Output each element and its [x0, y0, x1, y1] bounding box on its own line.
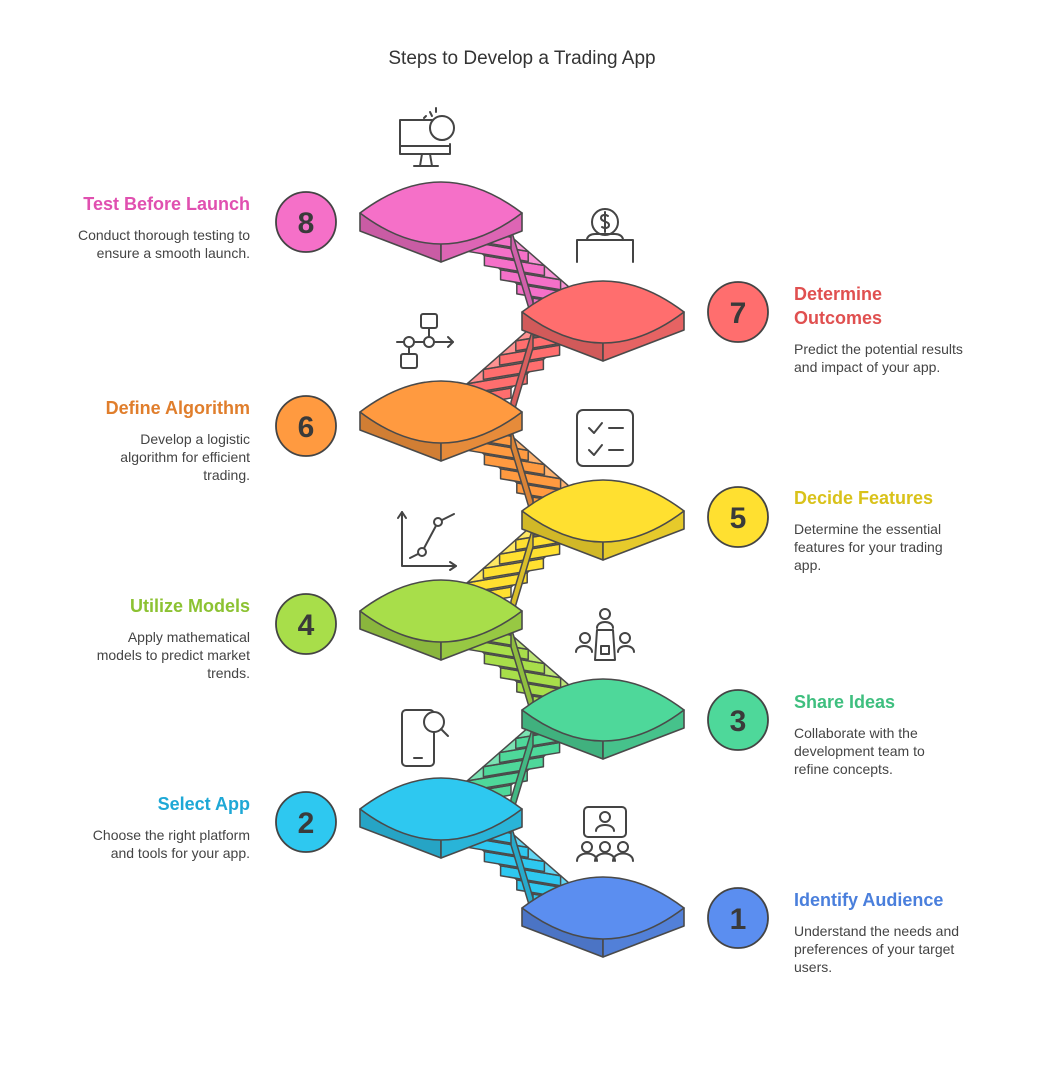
- step-1-description: Understand the needs and preferences of …: [794, 923, 960, 975]
- step-2-description: Choose the right platform and tools for …: [92, 827, 250, 861]
- step-6-description: Develop a logistic algorithm for efficie…: [120, 431, 250, 483]
- step-6-number: 6: [298, 411, 315, 444]
- step-3-text: Share Ideas Collaborate with the develop…: [794, 690, 954, 778]
- step-5-description: Determine the essential features for you…: [794, 521, 943, 573]
- step-8-description: Conduct thorough testing to ensure a smo…: [77, 227, 250, 261]
- icons-layer: [396, 107, 635, 862]
- platform-5: [521, 479, 685, 561]
- step-5-title: Decide Features: [794, 488, 934, 508]
- platforms-layer: [359, 181, 685, 958]
- step-2-number-badge: 2: [275, 791, 337, 853]
- step-7-text: Determine Outcomes Predict the potential…: [794, 282, 974, 376]
- step-7-number: 7: [730, 297, 747, 330]
- step-8-title: Test Before Launch: [83, 194, 250, 214]
- step-7-title: Determine Outcomes: [794, 284, 883, 328]
- platform-7: [521, 280, 685, 362]
- step-2-text: Select App Choose the right platform and…: [50, 792, 250, 862]
- chart-icon: [397, 511, 457, 571]
- step-7-description: Predict the potential results and impact…: [794, 341, 963, 375]
- step-6-text: Define Algorithm Develop a logistic algo…: [50, 396, 250, 484]
- step-5-number: 5: [730, 502, 747, 535]
- step-1-number-badge: 1: [707, 887, 769, 949]
- step-1-title: Identify Audience: [794, 890, 944, 910]
- step-6-number-badge: 6: [275, 395, 337, 457]
- step-2-number: 2: [298, 807, 315, 840]
- audience-icon: [576, 806, 634, 862]
- step-4-description: Apply mathematical models to predict mar…: [96, 629, 250, 681]
- checklist-icon: [576, 409, 634, 467]
- platform-8: [359, 181, 523, 263]
- platform-1: [521, 876, 685, 958]
- platform-3: [521, 678, 685, 760]
- step-5-number-badge: 5: [707, 486, 769, 548]
- monitor-test-icon: [399, 107, 455, 167]
- platform-4: [359, 579, 523, 661]
- step-3-number-badge: 3: [707, 689, 769, 751]
- step-1-text: Identify Audience Understand the needs a…: [794, 888, 979, 976]
- mobile-search-icon: [401, 709, 449, 767]
- step-4-text: Utilize Models Apply mathematical models…: [50, 594, 250, 682]
- step-4-number-badge: 4: [275, 593, 337, 655]
- step-7-number-badge: 7: [707, 281, 769, 343]
- step-1-number: 1: [730, 903, 747, 936]
- step-4-title: Utilize Models: [129, 596, 250, 616]
- meeting-icon: [575, 608, 635, 661]
- platform-6: [359, 380, 523, 462]
- step-8-text: Test Before Launch Conduct thorough test…: [50, 192, 250, 262]
- platform-2: [359, 777, 523, 859]
- step-2-title: Select App: [157, 794, 250, 814]
- step-8-number: 8: [298, 207, 315, 240]
- step-8-number-badge: 8: [275, 191, 337, 253]
- step-6-title: Define Algorithm: [105, 398, 250, 418]
- number-circles-layer: 1 2 3 4 5 6 7 8: [275, 191, 769, 949]
- flowchart-icon: [396, 313, 454, 369]
- donation-icon: [576, 208, 634, 263]
- step-3-title: Share Ideas: [794, 692, 896, 712]
- step-3-number: 3: [730, 705, 747, 738]
- diagram-title: Steps to Develop a Trading App: [388, 48, 656, 69]
- step-4-number: 4: [298, 609, 315, 642]
- step-5-text: Decide Features Determine the essential …: [794, 486, 964, 574]
- step-3-description: Collaborate with the development team to…: [794, 725, 925, 777]
